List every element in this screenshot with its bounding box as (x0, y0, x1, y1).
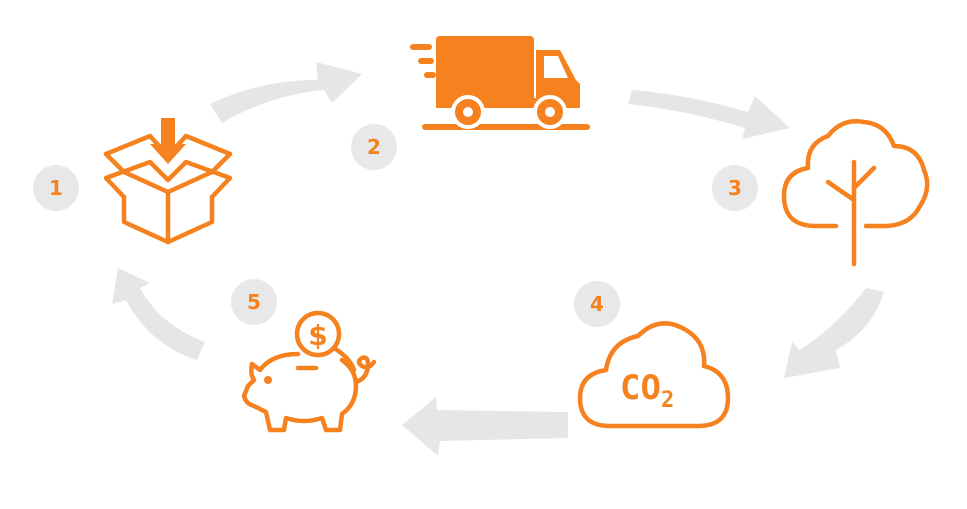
step-badge-1: 1 (33, 165, 79, 211)
flow-arrow-3-to-4 (784, 288, 884, 378)
piggy-bank-coin-icon: $ (238, 308, 388, 436)
co2-main: CO (620, 368, 661, 408)
step-number-2: 2 (367, 135, 381, 159)
flow-arrow-1-to-2 (210, 62, 362, 123)
coin-dollar-symbol: $ (308, 319, 327, 352)
co2-text: CO2 (620, 368, 674, 413)
flow-arrow-4-to-5 (402, 397, 568, 456)
flow-arrow-2-to-3 (628, 90, 790, 139)
step-badge-5: 5 (231, 279, 277, 325)
step-badge-2: 2 (351, 124, 397, 170)
step-number-5: 5 (247, 290, 261, 314)
step-badge-4: 4 (574, 281, 620, 327)
co2-cloud-icon: CO2 (574, 316, 734, 434)
tree-icon (776, 114, 934, 270)
step-number-1: 1 (49, 176, 63, 200)
co2-subscript: 2 (661, 388, 674, 413)
delivery-truck-icon (408, 34, 593, 136)
step-badge-3: 3 (712, 165, 758, 211)
flow-arrow-5-to-1 (112, 268, 205, 360)
step-number-4: 4 (590, 292, 604, 316)
step-number-3: 3 (728, 176, 742, 200)
open-box-icon (98, 112, 238, 247)
